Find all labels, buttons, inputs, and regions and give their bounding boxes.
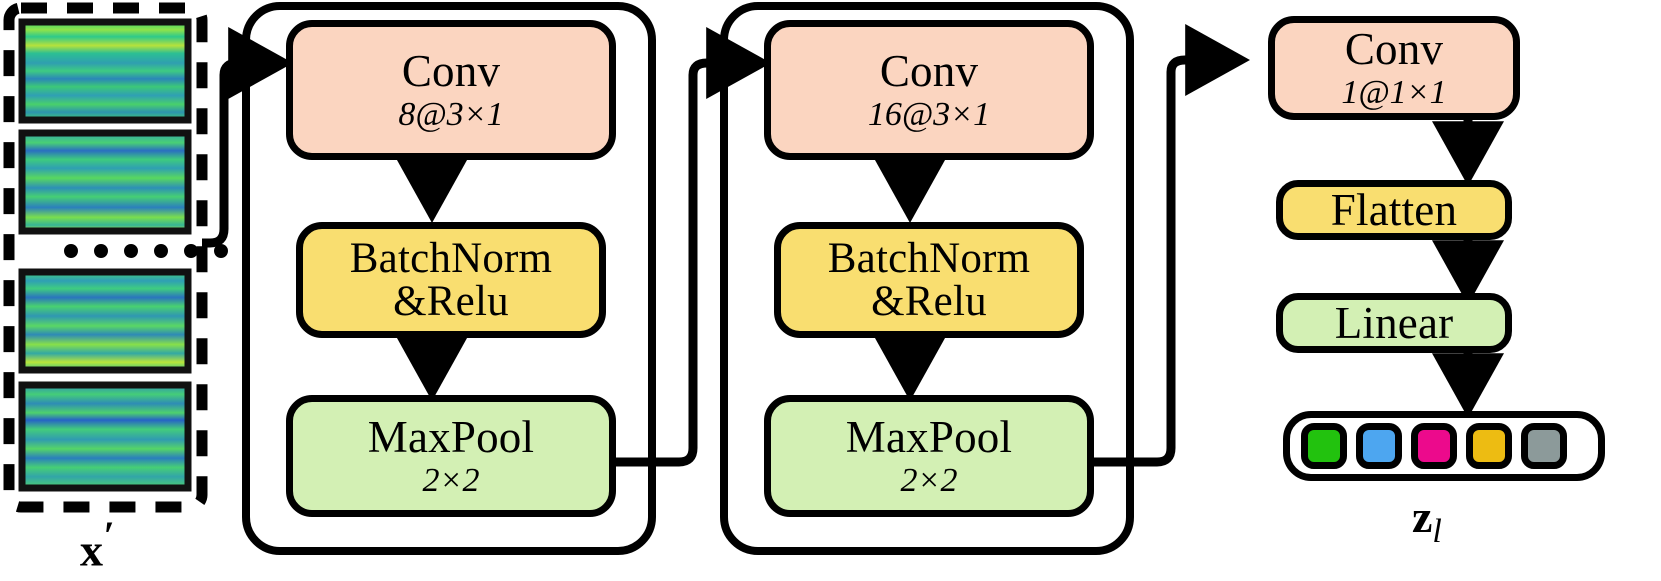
ellipsis-dot [64,244,78,258]
feature-green-swatch [1301,423,1347,469]
edge-pool2-to-conv3 [1090,24,1251,467]
block2-conv-node[interactable]: Conv 16@3×1 [764,20,1094,160]
block1-conv-sub: 8@3×1 [398,95,504,133]
feature-blue-swatch [1356,423,1402,469]
block-2-container [720,2,1134,555]
ellipsis-dot [124,244,138,258]
ellipsis-dot [94,244,108,258]
input-label: x [80,524,103,576]
block1-batchnorm-node[interactable]: BatchNorm &Relu [296,222,606,338]
block2-batchnorm-title: BatchNorm [827,235,1031,282]
block1-relu-title: &Relu [393,278,509,325]
block1-batchnorm-title: BatchNorm [349,235,553,282]
block2-maxpool-sub: 2×2 [900,461,958,499]
input-prime: ′ [103,513,115,558]
block2-relu-title: &Relu [871,278,987,325]
block1-maxpool-title: MaxPool [367,411,535,462]
head-conv-node[interactable]: Conv 1@1×1 [1268,16,1520,120]
output-caption: zl [1412,490,1442,551]
input-dashed-box [3,2,208,513]
block1-conv-title: Conv [401,45,501,96]
feature-magenta-swatch [1411,423,1457,469]
block-1-container [242,2,656,555]
block2-maxpool-node[interactable]: MaxPool 2×2 [764,395,1094,517]
edge-input-to-conv1 [202,27,294,248]
feature-gray-swatch [1521,423,1567,469]
edge-pool1-to-conv2 [612,27,772,467]
head-linear-title: Linear [1334,297,1454,348]
head-conv-title: Conv [1344,23,1444,74]
block2-conv-sub: 16@3×1 [867,95,991,133]
head-linear-node[interactable]: Linear [1276,293,1512,353]
output-label: z [1412,491,1433,542]
head-flatten-title: Flatten [1330,184,1458,235]
block1-conv-node[interactable]: Conv 8@3×1 [286,20,616,160]
heatmap-tile-4 [18,381,192,492]
block1-maxpool-node[interactable]: MaxPool 2×2 [286,395,616,517]
ellipsis-dot [214,244,228,258]
block2-batchnorm-node[interactable]: BatchNorm &Relu [774,222,1084,338]
input-heatmap-stack [18,18,192,492]
heatmap-tile-3 [18,268,192,374]
output-embedding-bar[interactable] [1283,411,1605,481]
block2-conv-title: Conv [879,45,979,96]
ellipsis-dot [154,244,168,258]
head-conv-sub: 1@1×1 [1341,73,1447,111]
input-caption: x′ [80,512,114,576]
block2-maxpool-title: MaxPool [845,411,1013,462]
block1-maxpool-sub: 2×2 [422,461,480,499]
output-subscript: l [1432,513,1442,551]
head-flatten-node[interactable]: Flatten [1276,180,1512,240]
heatmap-tile-1 [18,18,192,124]
feature-gold-swatch [1466,423,1512,469]
heatmap-tile-2 [18,129,192,235]
ellipsis-dot [184,244,198,258]
input-ellipsis [64,244,228,258]
